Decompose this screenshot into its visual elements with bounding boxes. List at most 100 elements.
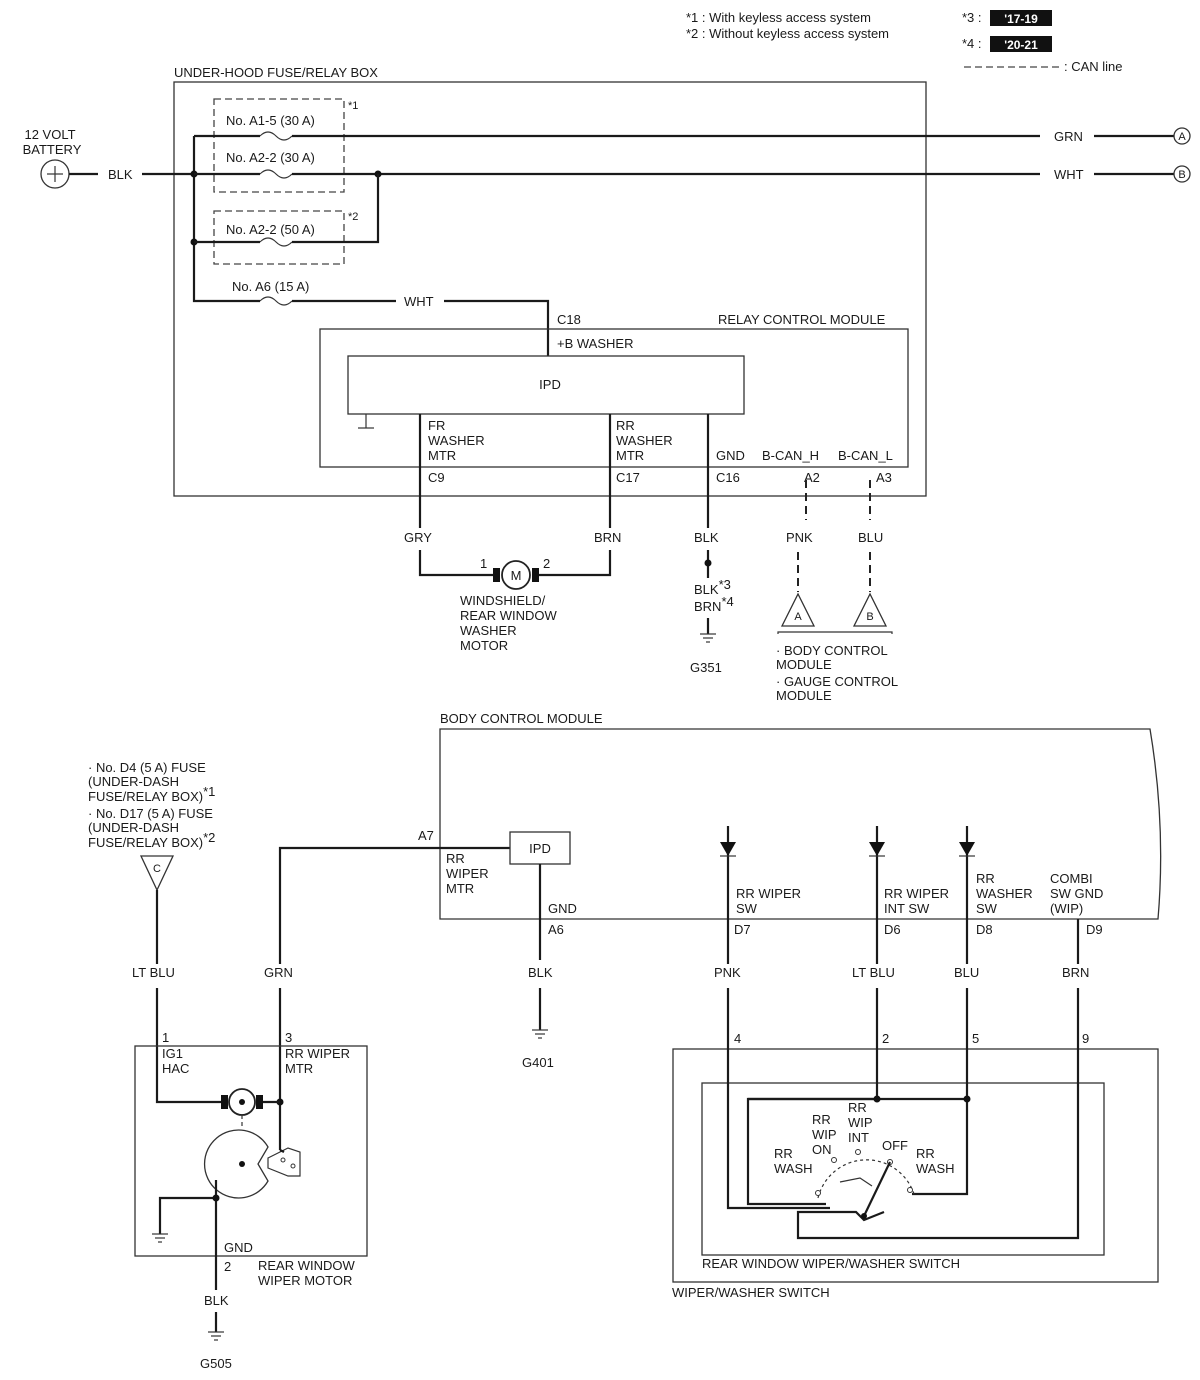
- fuse-note-line-3: FUSE/RELAY BOX)*1: [88, 784, 215, 804]
- rr-washer-sw-label-2: WASHER: [976, 886, 1033, 901]
- connector-c-triangle-label: C: [153, 863, 161, 875]
- rr-washer-sw-label-3: SW: [976, 901, 998, 916]
- washer-motor-brush-right: [532, 568, 539, 582]
- battery-wire-color: BLK: [108, 167, 133, 182]
- rr-wip-on-label-1: RR: [812, 1112, 831, 1127]
- fuse-note-line-5: (UNDER-DASH: [88, 820, 179, 835]
- g505-label: G505: [200, 1356, 232, 1371]
- legend-can-line: : CAN line: [1064, 59, 1123, 74]
- lt-blu-wire-lower: [155, 988, 222, 1104]
- non-keyless-fuse-group: [213, 210, 345, 265]
- relay-pin-c17: C17: [616, 470, 640, 485]
- underhood-title: UNDER-HOOD FUSE/RELAY BOX: [174, 65, 378, 80]
- grn-wiper-wire-color: GRN: [264, 965, 293, 980]
- legend-note-2: *2 : Without keyless access system: [686, 26, 889, 41]
- switch-wire-pin5: [912, 988, 969, 1196]
- rr-washer-label-3: MTR: [616, 448, 644, 463]
- rr-wiper-int-sw-label-1: RR WIPER: [884, 886, 949, 901]
- rotary-switch-arc: [817, 1159, 915, 1199]
- rr-wash-left-label-2: WASH: [774, 1161, 813, 1176]
- fr-washer-label-2: WASHER: [428, 433, 485, 448]
- rear-motor-label-2: WIPER MOTOR: [258, 1273, 352, 1288]
- g401-wire-color: BLK: [528, 965, 553, 980]
- lt-blu-switch-wire-color: LT BLU: [852, 965, 895, 980]
- switch-pin-2: 2: [882, 1031, 889, 1046]
- rotary-contact-rr-wash-left: [815, 1190, 821, 1196]
- rr-wash-right-label-1: RR: [916, 1146, 935, 1161]
- switch-pin-5: 5: [972, 1031, 979, 1046]
- can-module-note-4: MODULE: [776, 688, 832, 703]
- rear-wiper-washer-switch-inner: [701, 1082, 1105, 1256]
- brn-switch-wire-color: BRN: [1062, 965, 1089, 980]
- bcm-gnd-label: GND: [548, 901, 577, 916]
- rr-wip-on-label-2: WIP: [812, 1127, 837, 1142]
- rotary-contact-rr-wip-int: [855, 1149, 861, 1155]
- washer-motor-label-2: REAR WINDOW: [460, 608, 558, 623]
- connector-b-triangle-label: B: [866, 611, 873, 623]
- body-control-module: [439, 728, 1162, 920]
- combi-sw-gnd-label-2: SW GND: [1050, 886, 1103, 901]
- grn-wiper-wire-upper: [278, 846, 440, 964]
- washer-motor-letter: M: [511, 568, 522, 583]
- bcm-pin-d8: D8: [976, 922, 993, 937]
- off-label: OFF: [882, 1138, 908, 1153]
- b-washer-label: +B WASHER: [557, 336, 633, 351]
- fuse-a2-2-30-label: No. A2-2 (30 A): [226, 150, 315, 165]
- can-module-note-1: · BODY CONTROL: [776, 643, 888, 658]
- rotary-contact-rr-wash-right: [907, 1187, 913, 1193]
- fuse-a6-wire-color: WHT: [404, 294, 434, 309]
- rear-motor-gnd-junction: [212, 1194, 220, 1202]
- rotary-switch-bridge: [839, 1177, 873, 1187]
- rr-wip-int-label-3: INT: [848, 1130, 869, 1145]
- battery-label-1: 12 VOLT: [24, 127, 75, 142]
- module-group-bracket: [777, 631, 893, 634]
- connector-a-marker: [1173, 127, 1191, 145]
- switch-junction-pin2: [873, 1095, 881, 1103]
- bcm-pin-a6: A6: [548, 922, 564, 937]
- lt-blu-wire-color: LT BLU: [132, 965, 175, 980]
- can-module-note-3: · GAUGE CONTROL: [776, 674, 898, 689]
- fuse-a2-2-50-label: No. A2-2 (50 A): [226, 222, 315, 237]
- year-badge-17-19-text: '17-19: [1004, 12, 1038, 26]
- relay-ipd-block: [347, 355, 745, 415]
- blk-variant-note: BLK*3: [694, 577, 731, 597]
- rear-motor-rr-wiper-mtr-1: RR WIPER: [285, 1046, 350, 1061]
- bcm-pin-d9: D9: [1086, 922, 1103, 937]
- brn-variant-note: BRN*4: [694, 594, 734, 614]
- relay-pin-c18: C18: [557, 312, 581, 327]
- wiper-washer-switch-title: WIPER/WASHER SWITCH: [672, 1285, 830, 1300]
- g351-label: G351: [690, 660, 722, 675]
- bcm-rr-wiper-mtr-2: WIPER: [446, 866, 489, 881]
- fuse-note-line-2: (UNDER-DASH: [88, 774, 179, 789]
- rr-wash-right-label-2: WASH: [916, 1161, 955, 1176]
- connector-b-triangle-icon: [852, 592, 888, 627]
- relay-pin-a3: A3: [876, 470, 892, 485]
- year-badge-20-21: [990, 36, 1052, 52]
- connector-a-triangle-icon: [780, 592, 816, 627]
- year-badge-20-21-text: '20-21: [1004, 38, 1038, 52]
- washer-motor-pin-2: 2: [543, 556, 550, 571]
- relay-control-module: [319, 328, 909, 468]
- bcm-title: BODY CONTROL MODULE: [440, 711, 603, 726]
- non-keyless-group-note: *2: [348, 211, 358, 223]
- year-badge-17-19: [990, 10, 1052, 26]
- rotary-switch-pivot: [861, 1213, 867, 1219]
- underhood-fuse-box: [173, 81, 927, 497]
- g401-label: G401: [522, 1055, 554, 1070]
- brn-wire-color: BRN: [594, 530, 621, 545]
- rr-washer-label-1: RR: [616, 418, 635, 433]
- rr-wiper-sw-label-2: SW: [736, 901, 758, 916]
- bcm-ipd-label: IPD: [529, 841, 551, 856]
- rear-motor-pin-3: 3: [285, 1030, 292, 1045]
- bcm-rr-wiper-mtr-1: RR: [446, 851, 465, 866]
- blu-switch-wire-color: BLU: [954, 965, 979, 980]
- switch-junction-pin5: [963, 1095, 971, 1103]
- fuse-a6-to-relay-module: [444, 299, 550, 356]
- fr-washer-label-1: FR: [428, 418, 445, 433]
- rr-wash-left-label-1: RR: [774, 1146, 793, 1161]
- connector-b-label: B: [1178, 169, 1185, 181]
- rr-wip-int-label-1: RR: [848, 1100, 867, 1115]
- fuse-a1-5-label: No. A1-5 (30 A): [226, 113, 315, 128]
- rotary-contact-rr-wip-on: [831, 1157, 837, 1163]
- battery-bus: [192, 136, 260, 303]
